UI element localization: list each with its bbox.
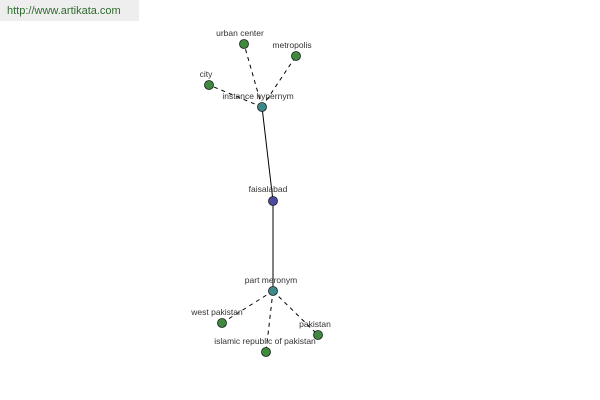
node-label-hypernym[interactable]: instance hypernym: [222, 91, 293, 101]
node-islamic-republic[interactable]: islamic republic of pakistan: [214, 336, 316, 357]
node-dot-hypernym[interactable]: [257, 102, 267, 112]
node-dot-center[interactable]: [268, 196, 278, 206]
site-url-text[interactable]: http://www.artikata.com: [7, 4, 121, 17]
edge-center-to-hypernym: [261, 106, 274, 202]
node-west-pakistan[interactable]: west pakistan: [190, 307, 243, 328]
edge-meronym-to-islamic-republic: [265, 290, 274, 353]
node-label-islamic-republic[interactable]: islamic republic of pakistan: [214, 336, 316, 346]
edge-meronym-to-pakistan: [272, 290, 319, 336]
node-label-meronym[interactable]: part meronym: [245, 275, 297, 285]
node-dot-pakistan[interactable]: [313, 330, 323, 340]
node-dot-meronym[interactable]: [268, 286, 278, 296]
node-label-west-pakistan[interactable]: west pakistan: [190, 307, 243, 317]
node-meronym[interactable]: part meronym: [245, 275, 297, 296]
node-dot-west-pakistan[interactable]: [217, 318, 227, 328]
nodes-layer: faisalabad instance hypernym part meronym u…: [190, 28, 331, 357]
node-label-pakistan[interactable]: pakistan: [299, 319, 331, 329]
node-center[interactable]: faisalabad: [249, 184, 288, 206]
node-label-city[interactable]: city: [200, 69, 214, 79]
node-urban-center[interactable]: urban center: [216, 28, 264, 49]
node-city[interactable]: city: [200, 69, 214, 90]
node-metropolis[interactable]: metropolis: [272, 40, 312, 61]
node-dot-city[interactable]: [204, 80, 214, 90]
site-url-banner[interactable]: http://www.artikata.com: [0, 0, 139, 21]
node-label-center[interactable]: faisalabad: [249, 184, 288, 194]
edge-hypernym-to-city: [208, 84, 263, 108]
node-hypernym[interactable]: instance hypernym: [222, 91, 294, 112]
edge-hypernym-to-metropolis: [261, 55, 297, 108]
node-dot-metropolis[interactable]: [291, 51, 301, 61]
node-pakistan[interactable]: pakistan: [299, 319, 331, 340]
edge-meronym-to-west-pakistan: [221, 290, 274, 324]
edges-layer: [208, 43, 319, 353]
node-label-urban-center[interactable]: urban center: [216, 28, 264, 38]
edge-hypernym-to-urban-center: [243, 43, 263, 108]
node-dot-urban-center[interactable]: [239, 39, 249, 49]
node-label-metropolis[interactable]: metropolis: [272, 40, 311, 50]
node-dot-islamic-republic[interactable]: [261, 347, 271, 357]
